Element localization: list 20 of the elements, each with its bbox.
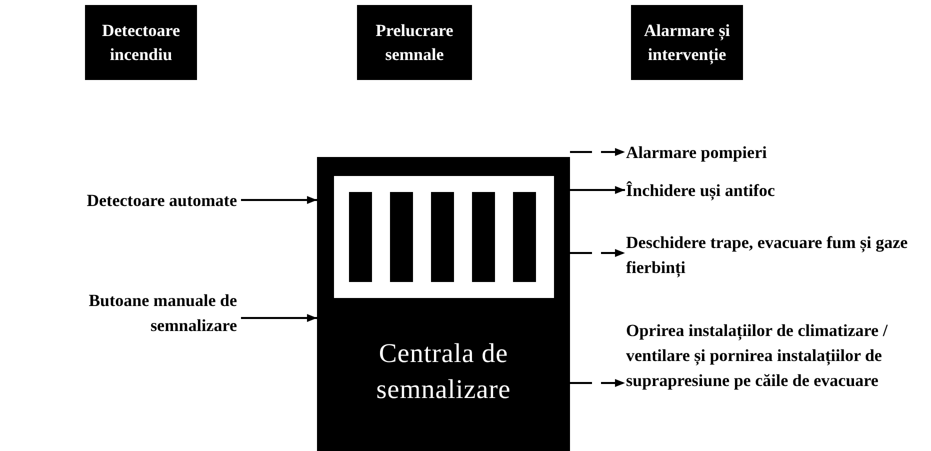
arrow bbox=[241, 196, 317, 204]
signal-label: Oprirea instalațiilor de climatizare / ventilare și pornirea instalațiilor de suprapresiune pe căile de evacuare bbox=[626, 318, 896, 443]
column-header bbox=[85, 5, 197, 80]
signal-label: Deschidere trape, evacuare fum și gaze fierbinți bbox=[626, 230, 926, 280]
arrow bbox=[570, 148, 625, 156]
arrow bbox=[570, 249, 625, 257]
header-text: Detectoare incendiu bbox=[100, 20, 182, 66]
arrow bbox=[570, 379, 625, 387]
column-header bbox=[631, 5, 743, 80]
control-panel-box bbox=[317, 157, 570, 451]
signal-label: Alarmare pompieri bbox=[626, 140, 826, 165]
signal-label: Detectoare automate bbox=[3, 188, 237, 213]
arrow bbox=[570, 186, 625, 194]
signal-label: Butoane manuale de semnalizare bbox=[3, 288, 237, 338]
panel-title: Centrala de semnalizare bbox=[375, 337, 512, 406]
column-header bbox=[357, 5, 472, 80]
signal-label: Închidere uși antifoc bbox=[626, 178, 826, 203]
header-text: Prelucrare semnale bbox=[374, 20, 454, 66]
header-text: Alarmare și intervenție bbox=[642, 20, 732, 66]
arrow bbox=[241, 314, 317, 322]
